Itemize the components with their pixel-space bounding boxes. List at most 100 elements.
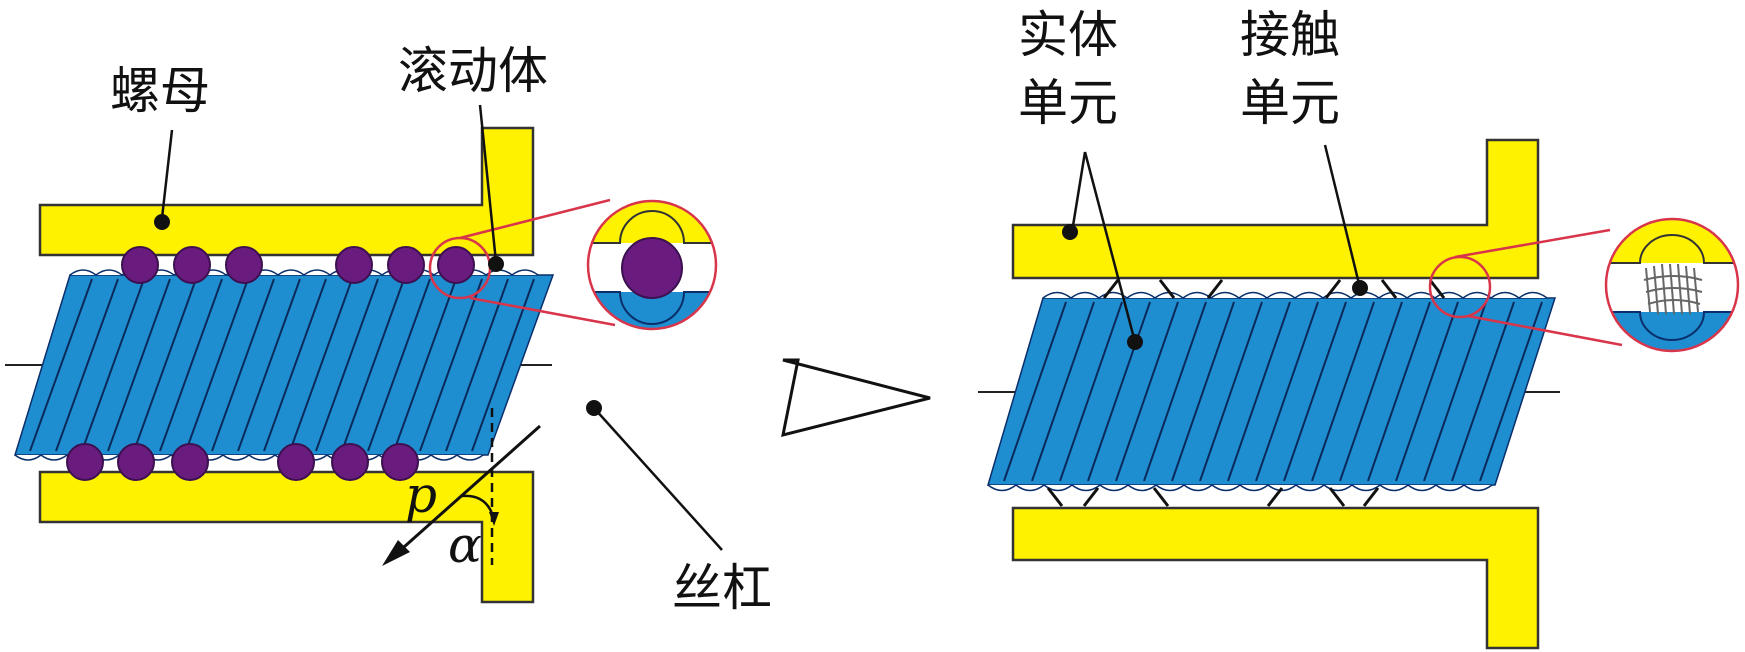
nut-leader-dot xyxy=(154,214,170,230)
ball xyxy=(173,246,211,284)
left-screw-shaft xyxy=(13,274,555,456)
thread-stripe xyxy=(1003,301,1067,482)
left-nut-lower xyxy=(38,470,535,604)
right-panel-fe-model: 实体 单元 接触 单元 xyxy=(978,6,1740,650)
ball xyxy=(331,443,369,481)
nut-label: 螺母 xyxy=(110,62,210,120)
right-shaft-bottom-groove xyxy=(987,484,1493,492)
solid-element-nut-dot xyxy=(1062,224,1078,240)
thread-stripe xyxy=(1479,301,1543,482)
thread-stripe xyxy=(1283,301,1347,482)
ball xyxy=(121,246,159,284)
rolling-element-label: 滚动体 xyxy=(398,42,548,100)
solid-element-leader-to-screw xyxy=(1083,151,1137,343)
contact-element xyxy=(1380,279,1398,299)
solid-element-label-line1: 实体 xyxy=(1018,6,1118,64)
thread-stripe xyxy=(419,278,483,452)
left-balls-top-row xyxy=(121,246,475,284)
magnified-ball xyxy=(621,237,683,299)
right-shaft-top-groove xyxy=(1042,291,1548,299)
right-contact-elements-bottom xyxy=(1046,487,1380,507)
right-nut-lower xyxy=(1011,506,1540,650)
spring-contact-icon xyxy=(1643,263,1703,315)
left-nut-upper xyxy=(38,126,535,257)
thread-stripe xyxy=(107,278,171,452)
thread-stripe xyxy=(211,278,275,452)
left-magnified-ball-detail xyxy=(586,199,718,331)
thread-stripe xyxy=(1339,301,1403,482)
ball xyxy=(437,246,475,284)
contact-element xyxy=(1046,487,1064,507)
thread-stripe xyxy=(1087,301,1151,482)
contact-element xyxy=(1428,279,1446,299)
right-magnified-contact-detail xyxy=(1604,217,1740,353)
ball xyxy=(387,246,425,284)
right-nut-upper xyxy=(1011,138,1540,280)
angle-arrowhead-icon xyxy=(489,512,499,526)
thread-stripe xyxy=(237,278,301,452)
screw-leader-line xyxy=(593,407,723,551)
thread-stripe xyxy=(445,278,509,452)
rolling-element-leader-dot xyxy=(488,256,504,272)
thread-stripe xyxy=(1059,301,1123,482)
contact-element xyxy=(1102,279,1120,299)
ball xyxy=(117,443,155,481)
thread-stripe xyxy=(263,278,327,452)
ball xyxy=(171,443,209,481)
thread-stripe xyxy=(393,278,457,452)
ball xyxy=(381,443,419,481)
thread-stripe xyxy=(341,278,405,452)
contact-element xyxy=(1362,487,1380,507)
screw-leader-dot xyxy=(586,400,602,416)
right-callout-line-upper xyxy=(1454,228,1611,259)
force-arrowhead-icon xyxy=(382,540,410,566)
contact-element xyxy=(1206,279,1224,299)
thread-stripe xyxy=(1115,301,1179,482)
thread-stripe xyxy=(159,278,223,452)
solid-element-screw-dot xyxy=(1127,334,1143,350)
right-screw-thread-stripes xyxy=(1003,301,1543,482)
thread-stripe xyxy=(1395,301,1459,482)
thread-stripe xyxy=(1171,301,1235,482)
thread-stripe xyxy=(1143,301,1207,482)
ball xyxy=(66,443,104,481)
right-screw-shaft xyxy=(986,297,1557,486)
left-balls-bottom-row xyxy=(66,443,419,481)
contact-element xyxy=(1158,279,1176,299)
thread-stripe xyxy=(55,278,119,452)
contact-element xyxy=(1324,279,1342,299)
contact-element-leader-line xyxy=(1323,144,1362,289)
thread-stripe xyxy=(1199,301,1263,482)
thread-stripe xyxy=(1423,301,1487,482)
left-callout-line-upper xyxy=(459,198,611,240)
thread-stripe xyxy=(1031,301,1095,482)
contact-element xyxy=(1152,487,1170,507)
thread-stripe xyxy=(289,278,353,452)
contact-element-leader-dot xyxy=(1352,280,1368,296)
thread-stripe xyxy=(133,278,197,452)
right-contact-elements-top xyxy=(1102,279,1446,299)
thread-stripe xyxy=(29,278,93,452)
left-callout-line-lower xyxy=(469,296,616,327)
thread-stripe xyxy=(1255,301,1319,482)
screw-label: 丝杠 xyxy=(672,559,772,617)
ball xyxy=(335,246,373,284)
left-screw-thread-stripes xyxy=(29,278,535,452)
force-symbol: p xyxy=(405,466,437,524)
angle-symbol: α xyxy=(448,516,482,574)
right-callout-line-lower xyxy=(1467,314,1623,347)
contact-element-label-line2: 单元 xyxy=(1240,74,1340,132)
ball xyxy=(225,246,263,284)
thread-stripe xyxy=(1227,301,1291,482)
left-panel-physical-model: 螺母 滚动体 丝杠 p α xyxy=(5,42,772,617)
ball xyxy=(277,443,315,481)
thread-stripe xyxy=(81,278,145,452)
right-arrow-icon xyxy=(781,358,931,438)
contact-element xyxy=(1266,487,1284,507)
thread-stripe xyxy=(185,278,249,452)
contact-element xyxy=(1328,487,1346,507)
nut-leader-line xyxy=(160,129,174,219)
thread-stripe xyxy=(367,278,431,452)
thread-stripe xyxy=(1367,301,1431,482)
